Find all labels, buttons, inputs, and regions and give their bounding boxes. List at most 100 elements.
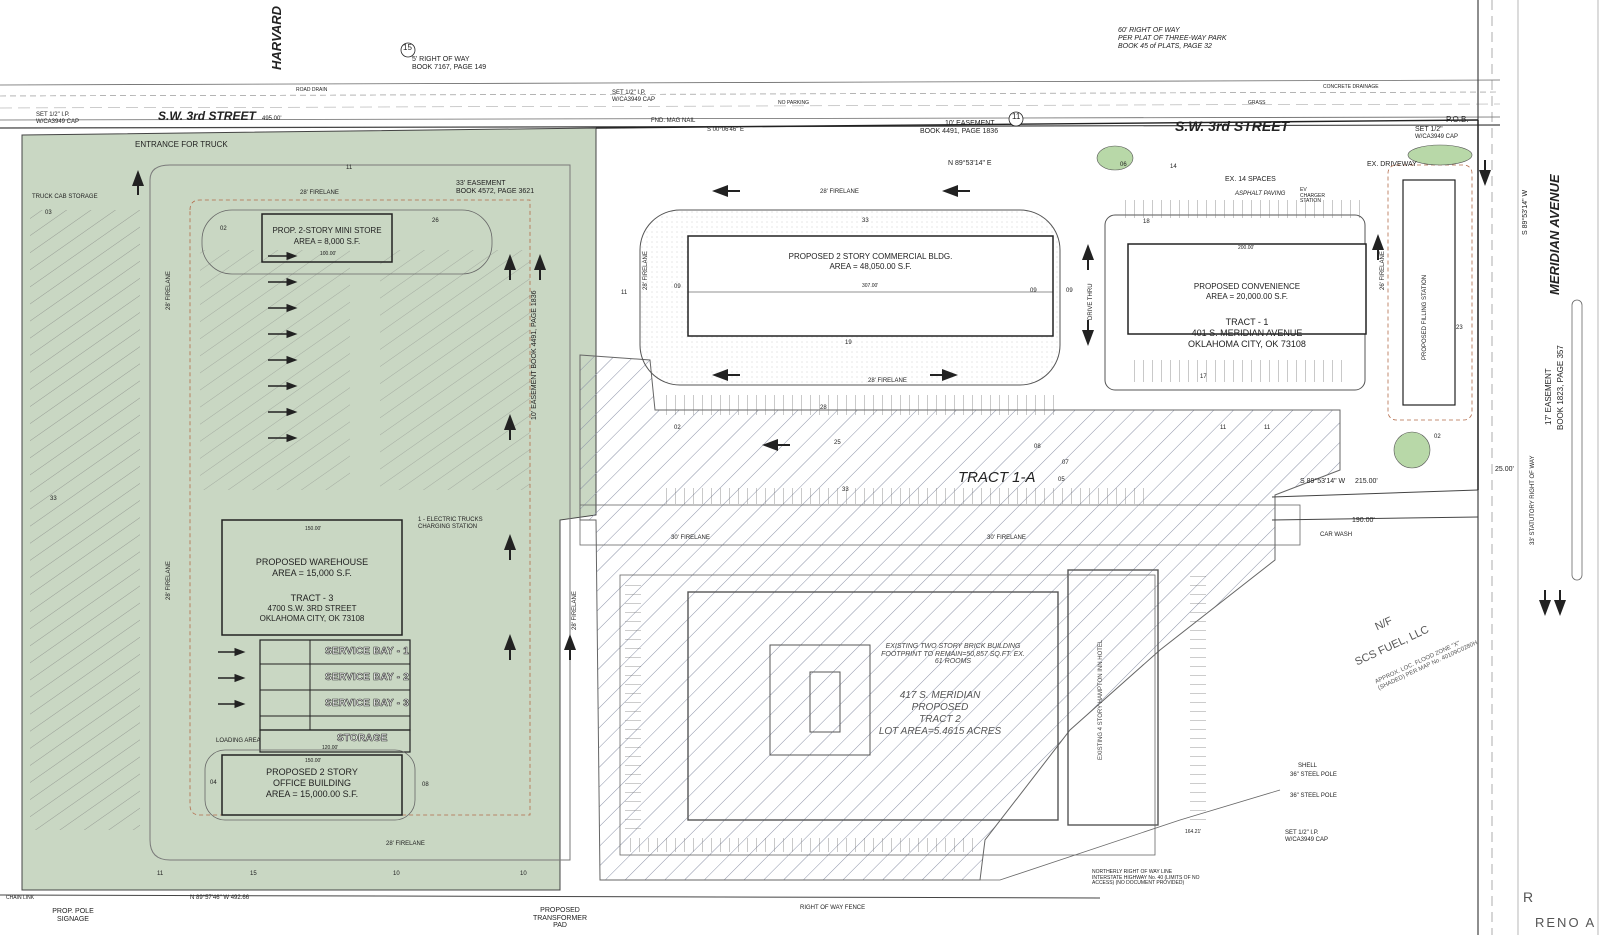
steel-pole-1: 36" STEEL POLE xyxy=(1290,772,1337,778)
street-sw3rd-left-label: S.W. 3rd STREET xyxy=(158,109,256,123)
row-5ft-book: BOOK 7167, PAGE 149 xyxy=(412,64,487,71)
electric-trucks-note: 1 - ELECTRIC TRUCKS CHARGING STATION xyxy=(418,517,483,530)
drive-thru: DRIVE THRU xyxy=(1088,283,1094,320)
bearing-mid: S 89°53'14" W xyxy=(1300,478,1346,485)
no-parking-label: NO PARKING xyxy=(778,100,810,106)
existing-brick-building xyxy=(687,591,1059,821)
service-bay-label: SERVICE BAY - 2 xyxy=(325,672,409,684)
concrete-drainage-label: CONCRETE DRAINAGE xyxy=(1323,84,1379,90)
ex-14-spaces: EX. 14 SPACES xyxy=(1225,176,1276,183)
mini-store-name: PROP. 2-STORY MINI STORE xyxy=(272,226,382,235)
parking-count: 03 xyxy=(45,210,52,216)
set-ip-top-left-cap: W/CA3949 CAP xyxy=(36,119,80,125)
set-ip-bottom-right-cap: W/CA3949 CAP xyxy=(1285,837,1329,843)
car-wash: CAR WASH xyxy=(1320,532,1353,538)
statutory-row-note: 33' STATUTORY RIGHT OF WAY xyxy=(1530,455,1536,546)
convenience-addr2: OKLAHOMA CITY, OK 73108 xyxy=(1188,339,1306,349)
existing-brick-note: EXISTING TWO STORY BRICK BUILDING FOOTPR… xyxy=(881,643,1025,666)
firelane-label: 26' FIRELANE xyxy=(1380,251,1386,290)
street-reno-label: RENO A xyxy=(1535,915,1597,930)
street-meridian-label: MERIDIAN AVENUE xyxy=(1547,174,1562,295)
ex-driveway: EX. DRIVEWAY xyxy=(1367,161,1417,168)
tract-3-drive-loop xyxy=(149,164,571,861)
row-5ft-note: 5' RIGHT OF WAY xyxy=(412,56,470,63)
dim-office: 150.00' xyxy=(305,758,322,764)
mini-store-area: AREA = 8,000 S.F. xyxy=(293,237,361,246)
filling-station-label: PROPOSED FILLING STATION xyxy=(1422,274,1428,360)
firelane-label: 28' FIRELANE xyxy=(166,561,172,600)
firelane-label: 28' FIRELANE xyxy=(300,190,339,196)
firelane-label: 28' FIRELANE xyxy=(868,378,907,384)
parking-count: 11 xyxy=(1264,425,1271,431)
pob-label: P.O.B. xyxy=(1446,115,1469,124)
parking-count: 09 xyxy=(674,284,681,290)
grass-label: GRASS xyxy=(1248,100,1266,106)
firelane-label: 28' FIRELANE xyxy=(386,841,425,847)
parking-count: 19 xyxy=(845,340,852,346)
convenience-area: AREA = 20,000.00 S.F. xyxy=(1205,292,1289,301)
commercial-area: AREA = 48,050.00 S.F. xyxy=(829,262,912,271)
parking-count: 02 xyxy=(1434,434,1441,440)
parking-count: 10 xyxy=(520,871,527,877)
entrance-for-truck: ENTRANCE FOR TRUCK xyxy=(135,140,228,149)
warehouse-name: PROPOSED WAREHOUSE xyxy=(255,557,369,567)
set-ip-top-left: SET 1/2" I.P. xyxy=(36,112,70,118)
range-label: R 3 xyxy=(1523,889,1600,905)
firelane-label: 30' FIRELANE xyxy=(987,535,1026,541)
dim-warehouse: 150.00' xyxy=(305,526,322,532)
tract2-line4: LOT AREA=5.4615 ACRES xyxy=(878,726,1002,737)
convenience-name: PROPOSED CONVENIENCE xyxy=(1193,282,1301,291)
row-fence: RIGHT OF WAY FENCE xyxy=(800,905,866,911)
easement-10-book: BOOK 4491, PAGE 1836 xyxy=(920,128,999,135)
firelane-label: 28' FIRELANE xyxy=(643,251,649,290)
tract-2-hatched-area xyxy=(579,354,1341,881)
convenience-building xyxy=(1127,243,1367,335)
parking-count: 08 xyxy=(422,782,429,788)
warehouse-building xyxy=(221,519,403,636)
parking-count: 28 xyxy=(820,405,827,411)
service-bay-label: SERVICE BAY - 1 xyxy=(325,646,409,658)
tract2-line2: PROPOSED xyxy=(911,702,969,713)
parking-count: 33 xyxy=(862,218,869,224)
set-ip-bottom-right: SET 1/2" I.P. xyxy=(1285,830,1319,836)
tract2-line3: TRACT 2 xyxy=(919,714,961,725)
parking-count: 11 xyxy=(346,165,353,171)
parking-count: 11 xyxy=(1220,425,1227,431)
commercial-name: PROPOSED 2 STORY COMMERCIAL BLDG. xyxy=(788,252,953,261)
warehouse-addr2: OKLAHOMA CITY, OK 73108 xyxy=(259,614,365,623)
dim-commercial: 307.00' xyxy=(862,283,879,289)
row-60-note: 60' RIGHT OF WAY xyxy=(1118,27,1180,34)
set-ip-top-right: SET 1/2" xyxy=(1415,126,1443,133)
parking-count: 04 xyxy=(210,780,217,786)
set-ip-top-center-cap: W/CA3949 CAP xyxy=(612,97,656,103)
firelane-label: 30' FIRELANE xyxy=(671,535,710,541)
parking-count: 08 xyxy=(1034,444,1041,450)
row-60-plat: PER PLAT OF THREE-WAY PARK xyxy=(1118,35,1227,42)
marker-11: 11 xyxy=(1012,112,1021,121)
dist-495: 495.00' xyxy=(262,116,282,122)
ev-charger-station: EV CHARGER STATION xyxy=(1300,187,1326,204)
office-building xyxy=(221,754,403,816)
firelane-label: 28' FIRELANE xyxy=(166,271,172,310)
dim-convenience: 200.00' xyxy=(1238,245,1255,251)
easement-17-book: BOOK 1823, PAGE 357 xyxy=(1556,345,1565,430)
parking-count: 18 xyxy=(1143,219,1150,225)
row-60-book: BOOK 45 of PLATS, PAGE 32 xyxy=(1118,43,1212,50)
commercial-building xyxy=(687,235,1054,337)
parking-count: 06 xyxy=(1120,162,1127,168)
bearing-north: N 89°53'14" E xyxy=(948,160,992,167)
bearing-meridian: S 89°53'14" W xyxy=(1522,189,1529,235)
firelane-label: 28' FIRELANE xyxy=(572,591,578,630)
parking-count: 09 xyxy=(1030,288,1037,294)
parking-count: 02 xyxy=(674,425,681,431)
easement-33-book: BOOK 4572, PAGE 3621 xyxy=(456,188,535,195)
parking-count: 11 xyxy=(157,871,164,877)
office-name-1: PROPOSED 2 STORY xyxy=(266,767,358,777)
easement-10-note: 10' EASEMENT xyxy=(945,120,995,127)
easement-33-note: 33' EASEMENT xyxy=(456,180,506,187)
convenience-addr1: 401 S. MERIDIAN AVENUE xyxy=(1191,328,1303,338)
road-drain-label: ROAD DRAIN xyxy=(296,87,328,93)
dim-mini-store: 100.00' xyxy=(320,251,337,257)
dist-25: 25.00' xyxy=(1495,466,1514,473)
parking-count: 17 xyxy=(1200,374,1207,380)
